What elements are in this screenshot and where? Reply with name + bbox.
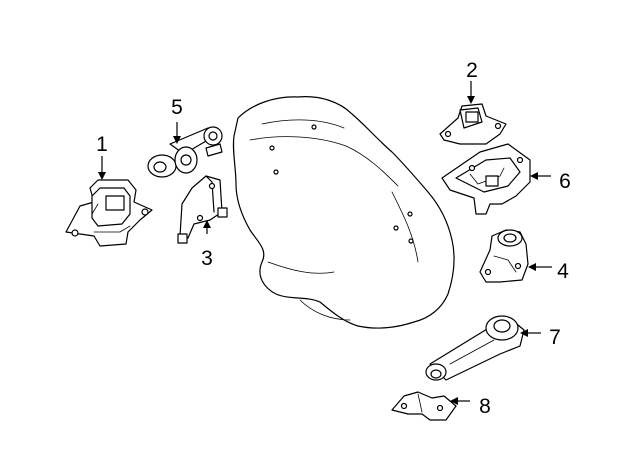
callout-label-6: 6	[559, 170, 571, 193]
callout-label-8: 8	[479, 395, 491, 418]
part-8-small-bracket	[391, 391, 457, 421]
callout-4: 4	[528, 260, 569, 283]
part-1-engine-mount	[65, 179, 153, 247]
part-4-mount-bracket	[479, 229, 529, 283]
callout-7: 7	[520, 326, 561, 349]
arrowhead-6	[530, 172, 538, 180]
engine-block	[232, 96, 455, 329]
callout-label-1: 1	[96, 133, 108, 156]
arrowhead-1	[98, 172, 106, 180]
arrowhead-8	[450, 397, 458, 405]
callout-label-2: 2	[466, 59, 478, 82]
arrowhead-3	[203, 220, 211, 228]
callout-label-3: 3	[201, 247, 213, 270]
callout-8: 8	[450, 395, 491, 418]
part-3-bracket	[177, 175, 228, 244]
callout-2: 2	[466, 59, 478, 104]
callout-1: 1	[96, 133, 108, 180]
arrowhead-5	[173, 136, 181, 144]
arrowhead-4	[528, 263, 536, 271]
callout-6: 6	[530, 170, 571, 193]
callout-3: 3	[201, 220, 213, 270]
arrowhead-2	[467, 96, 475, 104]
callout-label-5: 5	[171, 96, 183, 119]
part-2-mount-insulator	[439, 103, 507, 145]
arrowhead-7	[520, 329, 528, 337]
part-5-torque-rod	[147, 126, 223, 178]
callout-label-7: 7	[549, 326, 561, 349]
part-6-support-bracket	[441, 143, 531, 215]
part-7-lower-torque-rod	[425, 315, 525, 381]
callout-label-4: 4	[557, 260, 569, 283]
callout-5: 5	[171, 96, 183, 144]
